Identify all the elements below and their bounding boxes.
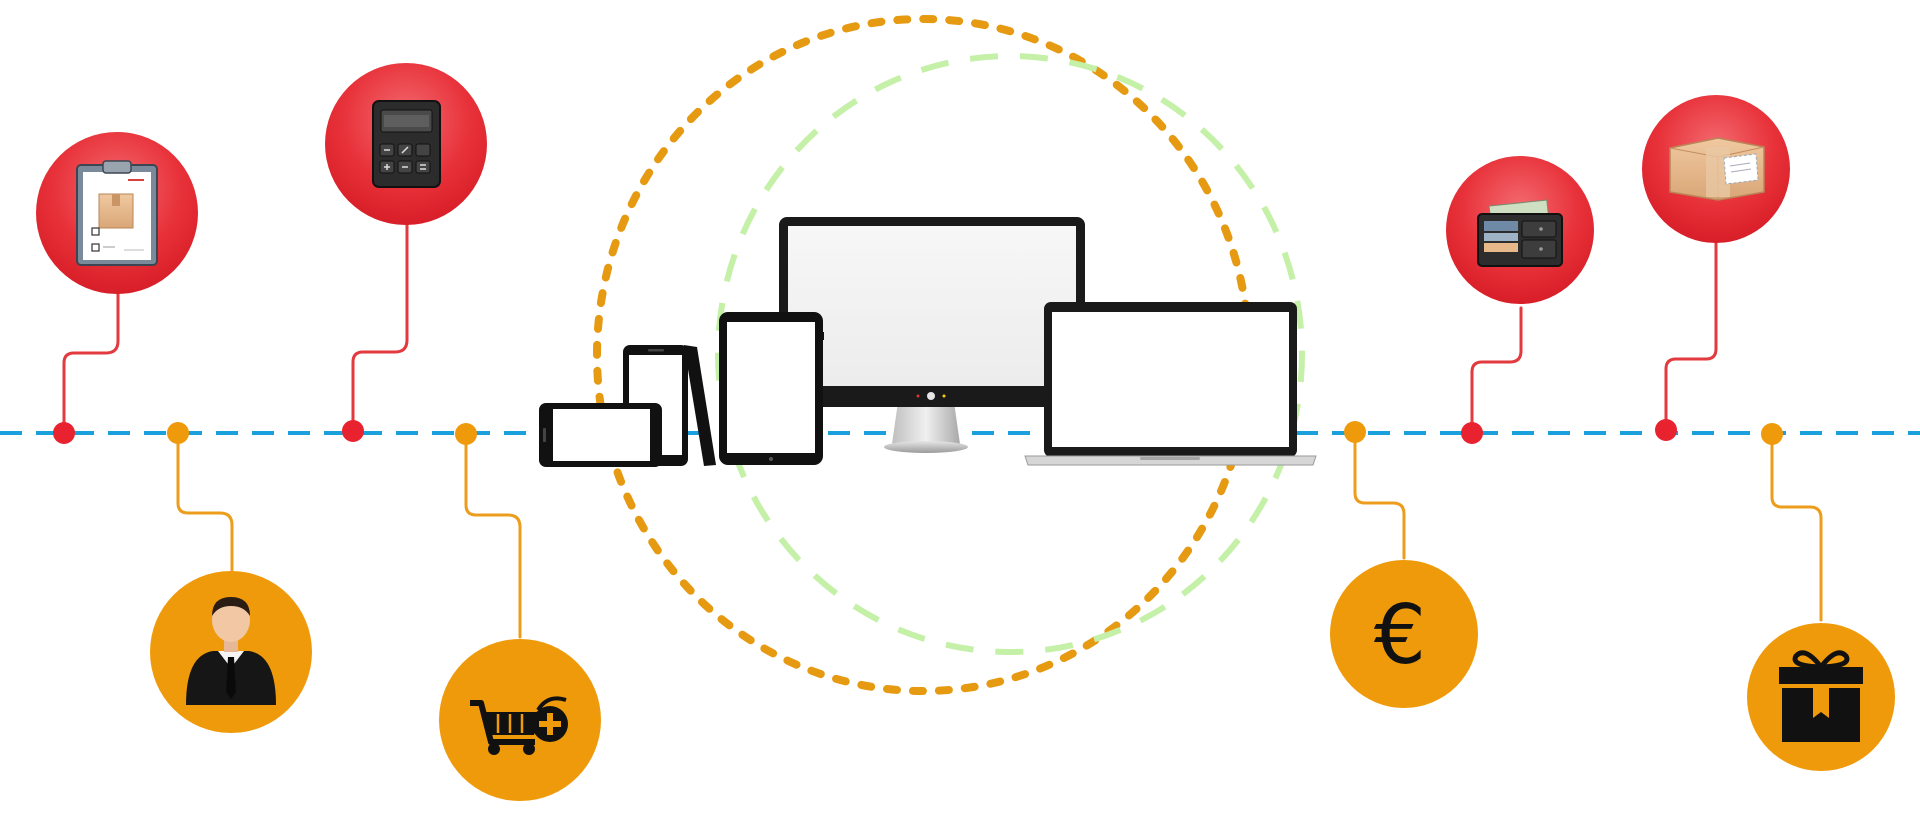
node-gift — [1747, 623, 1895, 771]
desktop-monitor-icon — [779, 217, 1085, 453]
node-calculator — [325, 63, 487, 225]
timeline-dot-red — [53, 422, 75, 444]
inner-dashed-ring — [715, 53, 1305, 655]
businessman-icon — [186, 597, 276, 705]
connectors — [62, 222, 1823, 639]
timeline-dot-red — [1461, 422, 1483, 444]
calculator-icon — [372, 100, 441, 188]
wallet-icon — [1477, 199, 1563, 267]
center-devices — [539, 217, 1317, 467]
laptop-icon — [1024, 302, 1317, 466]
connector-calculator — [351, 222, 409, 434]
timeline-dot-orange — [455, 423, 477, 445]
tablet-icon — [719, 312, 824, 465]
node-add-to-cart — [439, 639, 601, 801]
node-wallet — [1446, 156, 1594, 304]
connector-parcel — [1664, 241, 1718, 432]
timeline-dot-orange — [167, 422, 189, 444]
timeline-dot-orange — [1761, 423, 1783, 445]
timeline-dot-red — [1655, 419, 1677, 441]
clipboard-package-icon — [76, 160, 158, 266]
node-delivery-checklist — [36, 132, 198, 294]
node-parcel — [1642, 95, 1790, 243]
euro-icon: € — [1374, 588, 1426, 683]
cart-add-icon — [470, 696, 568, 755]
node-customer — [150, 571, 312, 733]
timeline-dots — [53, 419, 1783, 445]
connector-add-to-cart — [464, 431, 522, 639]
node-euro-payment: € — [1330, 560, 1478, 708]
timeline-dot-orange — [1344, 421, 1366, 443]
parcel-icon — [1669, 137, 1765, 201]
gift-icon — [1779, 650, 1863, 742]
connector-wallet — [1470, 306, 1523, 435]
connector-euro — [1353, 430, 1406, 560]
connector-customer — [176, 431, 234, 572]
connector-gift — [1770, 432, 1823, 622]
timeline-dot-red — [342, 420, 364, 442]
connector-delivery-checklist — [62, 292, 120, 435]
smartphone-landscape-icon — [539, 403, 662, 467]
